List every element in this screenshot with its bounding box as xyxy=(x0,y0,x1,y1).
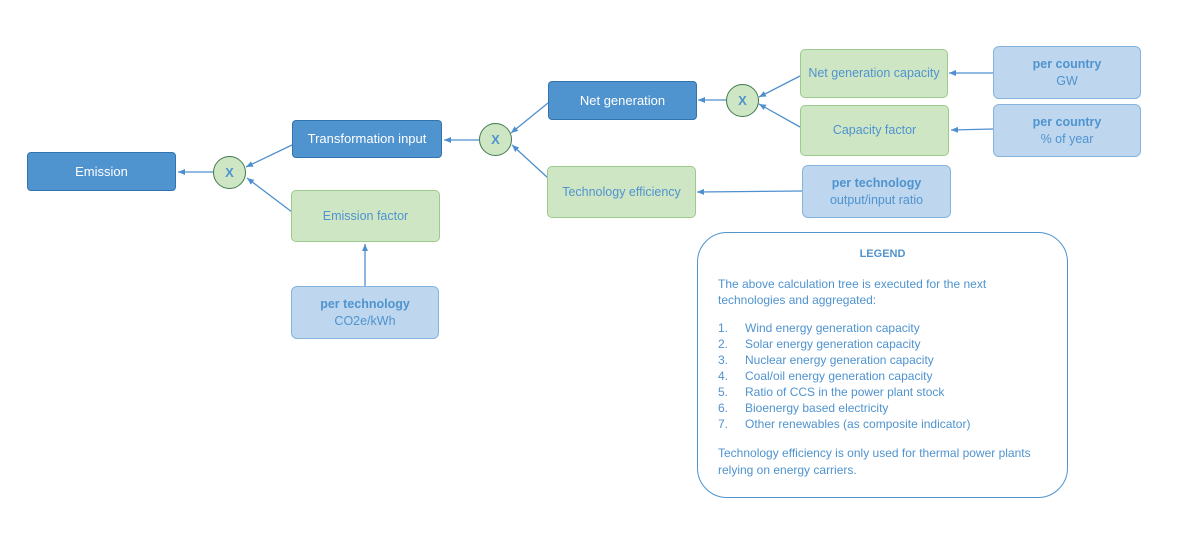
legend-technology-list: 1. Wind energy generation capacity 2. Sola… xyxy=(718,320,1047,433)
node-net-generation-label: Net generation xyxy=(579,92,666,108)
node-emission-factor: Emission factor xyxy=(291,190,440,242)
node-transformation-input: Transformation input xyxy=(292,120,442,158)
node-capacity-source: per country GW xyxy=(993,46,1141,99)
node-technology-efficiency: Technology efficiency xyxy=(547,166,696,218)
edge-emissionfactor-to-multiply1 xyxy=(246,177,293,213)
edge-transformation-to-multiply1 xyxy=(245,144,293,168)
legend-item-number: 6. xyxy=(718,401,729,416)
legend-item-number: 3. xyxy=(718,353,729,368)
node-efficiency-source: per technology output/input ratio xyxy=(802,165,951,218)
legend-item-text: Coal/oil energy generation capacity xyxy=(745,369,933,384)
node-net-generation: Net generation xyxy=(548,81,697,120)
node-capacity-factor-source: per country % of year xyxy=(993,104,1141,157)
edge-efficiency-to-multiply2 xyxy=(511,144,549,179)
legend-intro: The above calculation tree is executed f… xyxy=(718,276,987,307)
node-emission: Emission xyxy=(27,152,176,191)
efficiency-source-unit: output/input ratio xyxy=(829,192,924,207)
edge-source-to-efficiency xyxy=(696,188,803,195)
legend-box: LEGEND The above calculation tree is exe… xyxy=(697,232,1068,498)
legend-list-item: 5. Ratio of CCS in the power plant stock xyxy=(718,384,1047,400)
multiply-operator-label: X xyxy=(738,93,747,108)
multiply-operator-net-generation: X xyxy=(726,84,759,117)
multiply-operator-label: X xyxy=(491,132,500,147)
multiply-operator-emission: X xyxy=(213,156,246,189)
legend-list-item: 6. Bioenergy based electricity xyxy=(718,400,1047,416)
node-technology-efficiency-label: Technology efficiency xyxy=(562,184,681,199)
legend-item-number: 4. xyxy=(718,369,729,384)
multiply-operator-transformation: X xyxy=(479,123,512,156)
node-emission-factor-label: Emission factor xyxy=(322,208,409,223)
legend-item-number: 5. xyxy=(718,385,729,400)
node-emission-label: Emission xyxy=(75,163,128,179)
capacity-factor-source-unit: % of year xyxy=(1040,131,1094,146)
legend-item-text: Other renewables (as composite indicator… xyxy=(745,417,971,432)
edge-netgeneration-to-multiply2 xyxy=(510,102,549,134)
legend-item-text: Nuclear energy generation capacity xyxy=(745,353,934,368)
capacity-factor-source-title: per country xyxy=(1032,114,1102,129)
legend-title: LEGEND xyxy=(859,248,906,260)
legend-note: Technology efficiency is only used for t… xyxy=(718,446,1031,477)
legend-item-number: 7. xyxy=(718,417,729,432)
efficiency-source-title: per technology xyxy=(831,175,922,190)
emission-factor-source-title: per technology xyxy=(320,296,410,311)
capacity-source-title: per country xyxy=(1032,56,1102,71)
legend-list-item: 7. Other renewables (as composite indicat… xyxy=(718,416,1047,432)
edge-netcapacity-to-multiply3 xyxy=(758,75,801,98)
node-emission-factor-source: per technology CO2e/kWh xyxy=(291,286,439,339)
legend-item-number: 1. xyxy=(718,320,729,335)
edge-source-to-capacityfactor xyxy=(950,126,994,133)
node-net-generation-capacity-label: Net generation capacity xyxy=(808,66,940,81)
legend-item-number: 2. xyxy=(718,336,729,351)
legend-list-item: 2. Solar energy generation capacity xyxy=(718,336,1047,352)
edge-capacityfactor-to-multiply3 xyxy=(758,103,801,128)
legend-list-item: 4. Coal/oil energy generation capacity xyxy=(718,368,1047,384)
capacity-source-unit: GW xyxy=(1056,73,1078,88)
node-transformation-input-label: Transformation input xyxy=(307,131,427,147)
multiply-operator-label: X xyxy=(225,165,234,180)
legend-list-item: 3. Nuclear energy generation capacity xyxy=(718,352,1047,368)
node-capacity-factor: Capacity factor xyxy=(800,105,949,156)
legend-item-text: Ratio of CCS in the power plant stock xyxy=(745,385,945,400)
legend-item-text: Solar energy generation capacity xyxy=(745,336,921,351)
legend-item-text: Wind energy generation capacity xyxy=(745,320,920,335)
legend-list-item: 1. Wind energy generation capacity xyxy=(718,320,1047,336)
node-capacity-factor-label: Capacity factor xyxy=(832,123,917,138)
emission-factor-source-unit: CO2e/kWh xyxy=(334,313,396,328)
node-net-generation-capacity: Net generation capacity xyxy=(800,49,948,98)
legend-item-text: Bioenergy based electricity xyxy=(745,401,889,416)
